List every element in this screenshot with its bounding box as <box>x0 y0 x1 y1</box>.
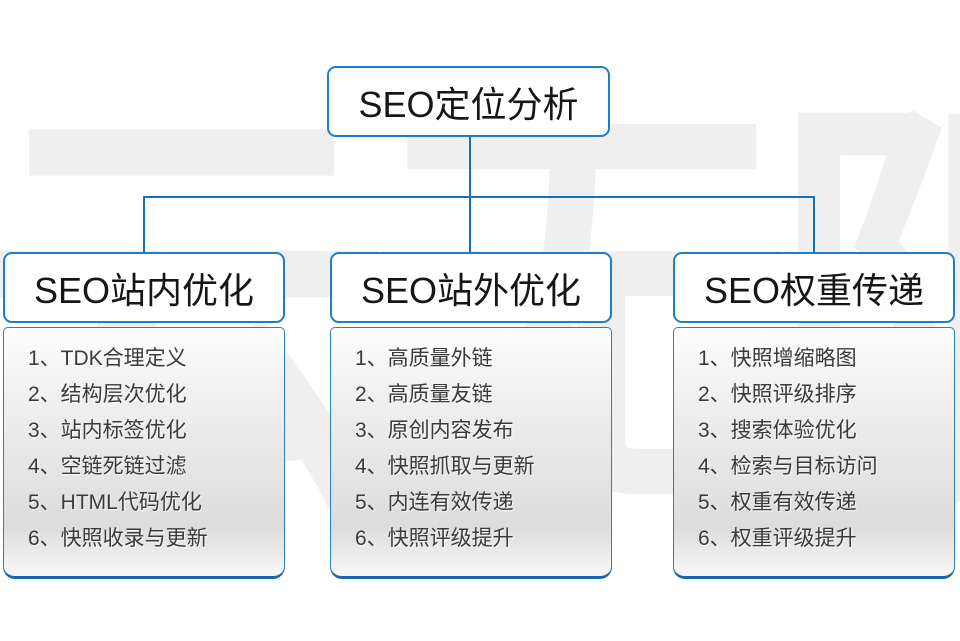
list-item: 2、快照评级排序 <box>698 383 857 406</box>
list-item: 4、快照抓取与更新 <box>355 455 535 478</box>
list-item: 1、高质量外链 <box>355 347 493 370</box>
list-item: 6、权重评级提升 <box>698 527 857 550</box>
connector-drop-middle-line <box>469 196 471 253</box>
list-item: 6、快照收录与更新 <box>28 527 208 550</box>
connector-drop-right-line <box>813 196 815 253</box>
branch-header-weight: SEO权重传递 <box>673 252 955 323</box>
connector-trunk-line <box>469 137 471 197</box>
branch-column-weight: SEO权重传递 1、快照增缩略图 2、快照评级排序 3、搜索体验优化 4、检索与… <box>673 252 955 579</box>
list-item: 1、快照增缩略图 <box>698 347 857 370</box>
list-item: 6、快照评级提升 <box>355 527 514 550</box>
branch-header-offsite: SEO站外优化 <box>330 252 612 323</box>
branch-column-onsite: SEO站内优化 1、TDK合理定义 2、结构层次优化 3、站内标签优化 4、空链… <box>3 252 285 579</box>
connector-horizontal-line <box>143 196 815 198</box>
list-item: 4、检索与目标访问 <box>698 455 878 478</box>
list-item: 2、结构层次优化 <box>28 383 187 406</box>
branch-list-offsite: 1、高质量外链 2、高质量友链 3、原创内容发布 4、快照抓取与更新 5、内连有… <box>330 327 612 579</box>
list-item: 3、原创内容发布 <box>355 419 514 442</box>
branch-list-weight: 1、快照增缩略图 2、快照评级排序 3、搜索体验优化 4、检索与目标访问 5、权… <box>673 327 955 579</box>
list-item: 2、高质量友链 <box>355 383 493 406</box>
list-item: 3、站内标签优化 <box>28 419 187 442</box>
branch-column-offsite: SEO站外优化 1、高质量外链 2、高质量友链 3、原创内容发布 4、快照抓取与… <box>330 252 612 579</box>
list-item: 5、HTML代码优化 <box>28 491 202 514</box>
list-item: 3、搜索体验优化 <box>698 419 857 442</box>
branch-list-onsite: 1、TDK合理定义 2、结构层次优化 3、站内标签优化 4、空链死链过滤 5、H… <box>3 327 285 579</box>
list-item: 5、权重有效传递 <box>698 491 857 514</box>
root-node-seo-positioning: SEO定位分析 <box>327 66 610 137</box>
list-item: 1、TDK合理定义 <box>28 347 187 370</box>
list-item: 5、内连有效传递 <box>355 491 514 514</box>
connector-drop-left-line <box>143 196 145 253</box>
branch-header-onsite: SEO站内优化 <box>3 252 285 323</box>
list-item: 4、空链死链过滤 <box>28 455 187 478</box>
